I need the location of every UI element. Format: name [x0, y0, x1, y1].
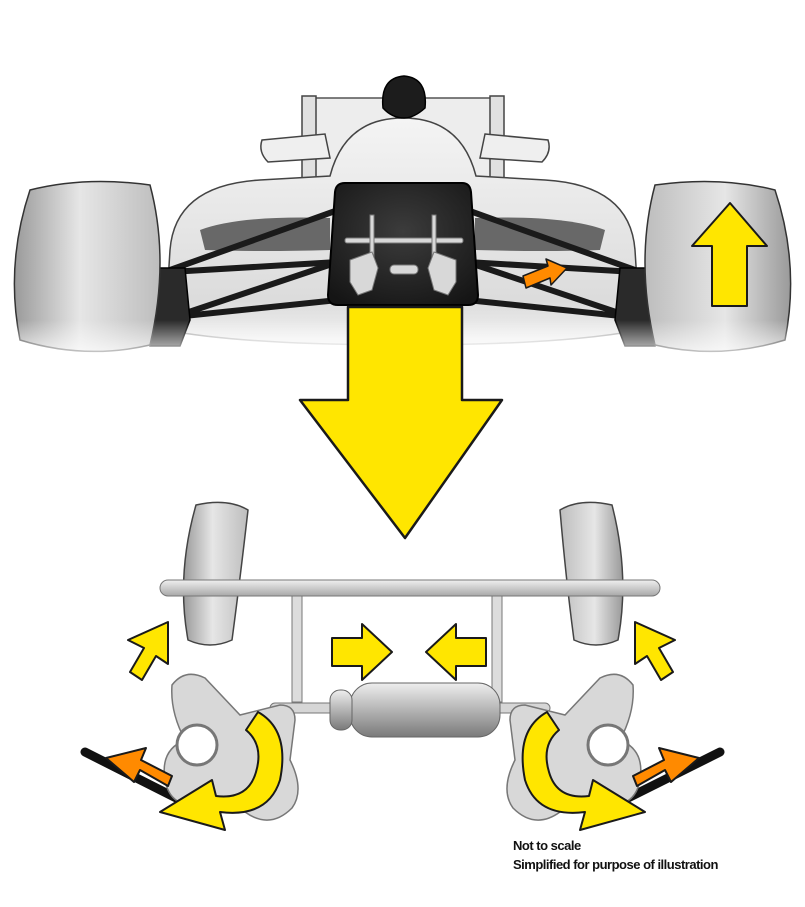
mini-mechanism [344, 214, 464, 296]
rotation-arrow-right [521, 711, 646, 831]
note-not-to-scale: Not to scale [513, 838, 581, 853]
damper-collar [329, 689, 353, 731]
up-arrow-left [127, 621, 169, 681]
horizontal-bar [159, 579, 661, 597]
inward-arrow-right [425, 623, 487, 681]
mirror-right [479, 133, 550, 163]
rocker-left-pivot [175, 723, 219, 767]
down-force-arrow [298, 305, 504, 540]
airbox-intake [381, 75, 427, 119]
pushrod-arrow-left [105, 747, 173, 787]
rotation-arrow-left [159, 711, 284, 831]
pushrod-arrow-right [632, 747, 700, 787]
rod-right [491, 591, 503, 703]
pushrod-arrow-car [522, 258, 568, 289]
note-simplified: Simplified for purpose of illustration [513, 857, 718, 872]
rocker-right-pivot [586, 723, 630, 767]
cockpit-panel [326, 182, 480, 306]
wishbones-left [162, 207, 341, 323]
wheel-left [182, 501, 249, 646]
up-arrow-right [634, 621, 676, 681]
rod-left [291, 591, 303, 703]
mirror-left [260, 133, 331, 163]
inward-arrow-left [331, 623, 393, 681]
wheel-right [559, 501, 624, 646]
damper-body [349, 682, 501, 738]
tyre-lift-arrow [691, 202, 768, 307]
suspension-mechanism [80, 501, 725, 831]
